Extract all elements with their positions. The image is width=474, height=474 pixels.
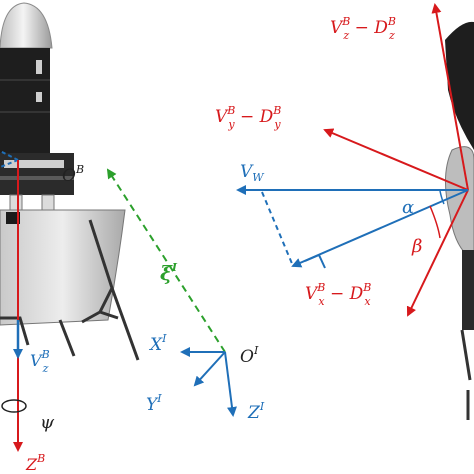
vx-minus-dx-arrow — [406, 189, 469, 317]
label-psi: ψ — [40, 412, 55, 433]
vehicle-right-partial — [444, 21, 474, 420]
vehicle-leg-right — [81, 219, 140, 361]
label-inertial-origin: OI — [240, 344, 259, 367]
beta-angle-arc — [429, 205, 441, 239]
vehicle-leg-left — [0, 316, 76, 357]
label-inertial-y: YI — [146, 392, 162, 415]
label-vw: VW — [240, 162, 265, 184]
projected-velocity-arrow — [291, 189, 469, 268]
vw-projection-dashed — [261, 191, 294, 267]
label-origin-body: OB — [62, 163, 84, 186]
right-angle-marker — [304, 253, 326, 269]
vehicle-upper-body — [0, 48, 50, 153]
psi-rotation-arrow — [1, 399, 27, 413]
label-xi: ξI — [160, 261, 178, 285]
inertial-z-axis — [224, 351, 237, 417]
label-beta: β — [411, 236, 422, 257]
alpha-angle-arc — [439, 190, 445, 205]
label-inertial-z: ZI — [247, 400, 265, 423]
body-y-axis — [0, 159, 19, 169]
vy-minus-dy-arrow — [323, 128, 469, 191]
vz-minus-dz-arrow — [431, 3, 469, 191]
xi-position-vector — [106, 168, 226, 353]
vehicle-left — [0, 2, 140, 361]
vehicle-dome — [0, 2, 53, 49]
label-z-body: ZB — [25, 452, 45, 474]
inertial-frame-axes — [180, 347, 237, 417]
label-alpha: α — [402, 197, 414, 218]
body-x-axis — [0, 149, 19, 161]
inertial-y-axis — [193, 351, 226, 387]
label-inertial-x: XI — [148, 332, 167, 355]
velocity-vectors — [236, 3, 469, 317]
body-frame-axes — [0, 149, 27, 452]
vehicle-skirt — [0, 209, 126, 326]
